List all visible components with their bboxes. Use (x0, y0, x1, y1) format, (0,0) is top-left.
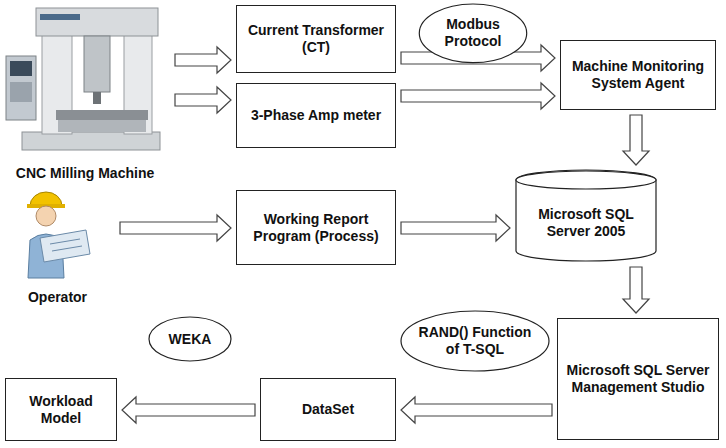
control-keys (10, 82, 32, 102)
machine-saddle (58, 120, 146, 132)
database-cylinder: Microsoft SQL Server 2005 (515, 170, 657, 262)
text-group: Modbus Protocol (433, 16, 513, 50)
node-label: Workload Model (12, 393, 110, 427)
machine-table (56, 110, 148, 120)
text-group: Working Report Program (Process) (243, 211, 389, 245)
machine-figure: CNC Milling Machine (0, 0, 170, 182)
hollow-arrow (401, 215, 510, 241)
text-group: WEKA (169, 331, 212, 348)
text-group: DataSet (302, 401, 354, 418)
machine-crossbeam (36, 8, 158, 36)
protocol-ellipse: Modbus Protocol (418, 3, 528, 64)
hollow-arrow (175, 47, 231, 73)
node-label: Microsoft SQL Server 2005 (523, 206, 649, 240)
blueprint-line (52, 246, 82, 251)
node-label: Machine Monitoring System Agent (567, 58, 709, 92)
hollow-arrow (623, 267, 649, 313)
operator-head (36, 206, 56, 226)
text-group: Current Transformer (CT) (243, 22, 389, 56)
ellipse-shape (149, 317, 231, 361)
text-group: Machine Monitoring System Agent (567, 58, 709, 92)
process-box: Machine Monitoring System Agent (560, 40, 716, 110)
operator-illustration (27, 192, 90, 278)
node-label: DataSet (302, 401, 354, 418)
cylinder-top (516, 171, 656, 189)
node-label: RAND() Function of T-SQL (415, 324, 535, 358)
ellipse-shape (419, 4, 526, 63)
hollow-arrow (122, 397, 255, 423)
text-group: 3-Phase Amp meter (251, 107, 381, 124)
text-group: Microsoft SQL Server 2005 (523, 206, 649, 240)
process-box: Microsoft SQL Server Management Studio (557, 318, 719, 440)
process-box: 3-Phase Amp meter (236, 83, 396, 148)
node-label: 3-Phase Amp meter (251, 107, 381, 124)
hollow-arrow (120, 215, 231, 241)
hollow-arrow (401, 397, 552, 423)
hollow-arrow (623, 115, 649, 165)
cnc-machine-illustration (6, 8, 160, 150)
tool-ellipse: WEKA (148, 316, 232, 362)
node-label: Operator (0, 289, 115, 306)
node-label: Working Report Program (Process) (243, 211, 389, 245)
data-box: DataSet (260, 378, 396, 441)
spindle-tool (93, 92, 101, 104)
machine-stripe (40, 14, 80, 20)
hollow-arrow (175, 87, 231, 113)
blueprint-line (50, 239, 80, 244)
node-label: WEKA (169, 331, 212, 348)
text-group: Microsoft SQL Server Management Studio (564, 362, 712, 396)
text-group: RAND() Function of T-SQL (415, 324, 535, 358)
operator-figure: Operator (0, 182, 115, 306)
process-box: Working Report Program (Process) (236, 190, 396, 265)
process-box: Current Transformer (CT) (236, 5, 396, 73)
function-ellipse: RAND() Function of T-SQL (400, 310, 550, 372)
text-group: Workload Model (12, 393, 110, 427)
node-label: Modbus Protocol (433, 16, 513, 50)
cylinder-body (516, 170, 656, 261)
node-label: Microsoft SQL Server Management Studio (564, 362, 712, 396)
control-panel (6, 56, 36, 120)
spindle-head (84, 36, 110, 92)
result-box: Workload Model (5, 378, 117, 441)
hollow-arrow (401, 83, 555, 109)
ellipse-shape (401, 311, 549, 371)
blueprint-sheet (40, 230, 90, 262)
control-screen (10, 61, 32, 76)
node-label: CNC Milling Machine (0, 165, 170, 182)
hard-hat (30, 192, 62, 206)
node-label: Current Transformer (CT) (243, 22, 389, 56)
machine-base (22, 132, 160, 150)
